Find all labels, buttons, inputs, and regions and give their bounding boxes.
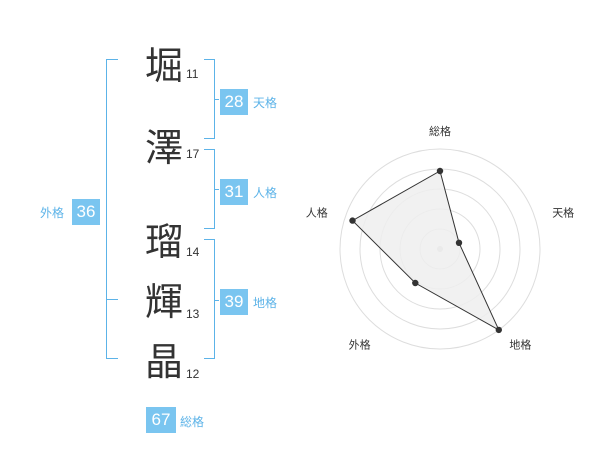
jinkaku-label: 人格 bbox=[253, 186, 278, 200]
jinkaku-bracket bbox=[204, 149, 215, 229]
radar-series-area bbox=[351, 170, 500, 332]
chikaku-label: 地格 bbox=[253, 296, 278, 310]
chikaku-bracket-tick bbox=[215, 300, 219, 301]
radar-axis-label-2: 天格 bbox=[552, 206, 574, 220]
name-char-1: 堀 bbox=[144, 44, 183, 88]
radar-point-4 bbox=[412, 279, 419, 287]
radar-point-3 bbox=[495, 326, 502, 334]
tenkaku-score: 28 bbox=[220, 89, 248, 115]
radar-grid-ring-5 bbox=[339, 148, 541, 350]
tenkaku-bracket-tick bbox=[215, 99, 219, 100]
name-char-2: 澤 bbox=[144, 126, 183, 170]
radar-axis-label-4: 外格 bbox=[349, 338, 371, 352]
chikaku-bracket bbox=[204, 239, 215, 359]
tenkaku-label: 天格 bbox=[253, 96, 278, 110]
name-char-5: 晶 bbox=[144, 340, 183, 384]
stroke-count-1: 11 bbox=[186, 67, 199, 81]
radar-point-5 bbox=[349, 217, 356, 224]
jinkaku-bracket-tick bbox=[215, 189, 219, 190]
radar-axis-label-5: 人格 bbox=[306, 206, 328, 220]
radar-point-1 bbox=[436, 167, 444, 175]
soukaku-score: 67 bbox=[146, 407, 176, 433]
stroke-count-4: 13 bbox=[186, 307, 200, 321]
gaikaku-bracket bbox=[106, 59, 118, 359]
radar-axis-label-1: 総格 bbox=[429, 124, 451, 138]
gaikaku-score: 36 bbox=[72, 199, 100, 225]
name-char-3: 瑠 bbox=[144, 220, 183, 264]
radar-axis-label-3: 地格 bbox=[509, 338, 531, 352]
stroke-count-5: 12 bbox=[186, 367, 200, 381]
stroke-count-2: 17 bbox=[186, 147, 200, 161]
gaikaku-bracket-divider bbox=[106, 299, 118, 300]
gaikaku-label: 外格 bbox=[40, 206, 65, 220]
stroke-count-3: 14 bbox=[186, 245, 200, 259]
name-char-4: 輝 bbox=[144, 280, 183, 324]
tenkaku-bracket bbox=[204, 59, 215, 139]
radar-point-2 bbox=[455, 239, 463, 246]
jinkaku-score: 31 bbox=[220, 179, 248, 205]
soukaku-label: 総格 bbox=[180, 415, 205, 429]
chikaku-score: 39 bbox=[220, 289, 248, 315]
